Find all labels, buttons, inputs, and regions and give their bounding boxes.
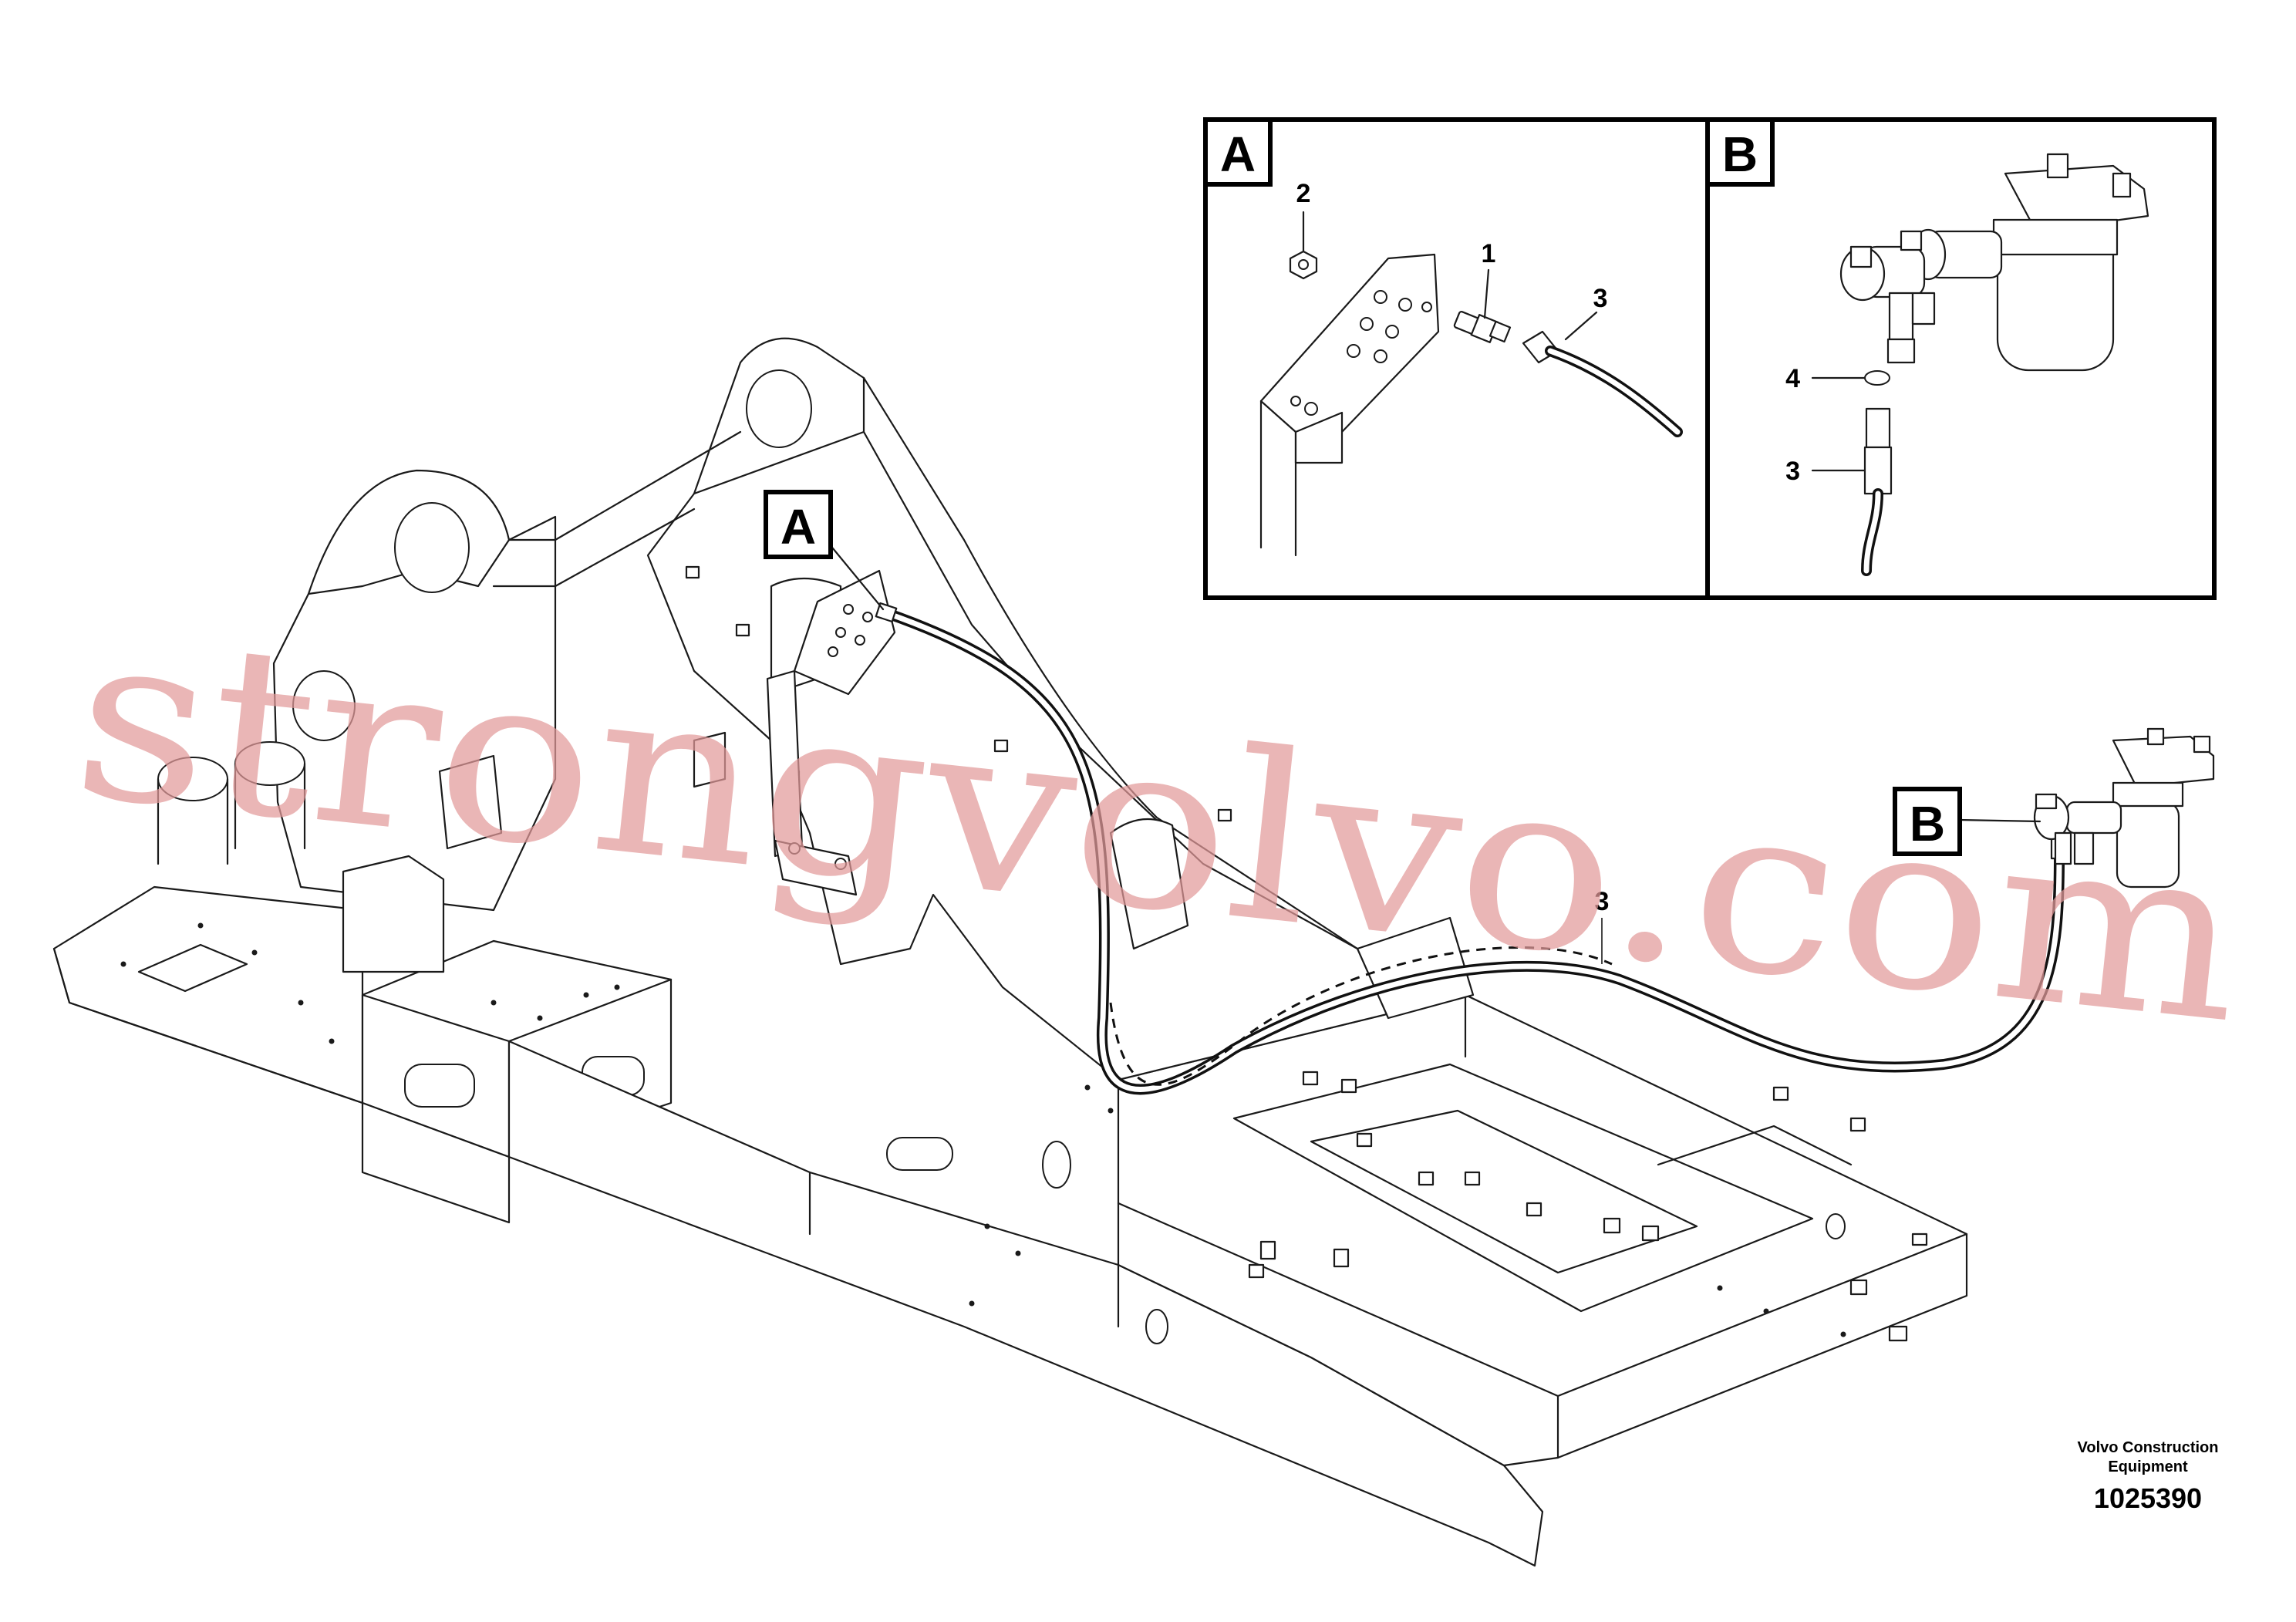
drawing-footer: Volvo Construction Equipment 1025390 [2078,1439,2219,1514]
main-hose [875,602,2068,1095]
part-label-main-hose: 3 [1595,887,1610,916]
svg-text:1: 1 [1482,239,1496,268]
svg-text:3: 3 [1593,284,1608,313]
svg-text:A: A [1220,126,1256,182]
drawing-number: 1025390 [2094,1482,2202,1514]
svg-text:B: B [1910,796,1945,851]
callout-box-B: B [1893,787,1962,856]
fitting-icon [1453,310,1512,343]
hose-bracket-main [766,569,896,896]
detail-B: B 4 3 [1705,117,2149,576]
leader-main-A [828,542,885,611]
svg-text:A: A [781,499,816,555]
filter-assembly-main [2033,727,2215,889]
o-ring-icon [1864,370,1890,386]
callout-box-A: A [764,490,833,559]
manufacturer-line-2: Equipment [2108,1458,2188,1475]
frame-fittings [120,565,1928,1342]
svg-text:2: 2 [1296,179,1311,208]
chassis-frame [52,337,1968,1567]
svg-text:B: B [1722,126,1758,182]
svg-text:3: 3 [1785,457,1800,486]
leader-main-B [1957,818,2041,823]
manufacturer-line-1: Volvo Construction [2078,1439,2219,1456]
detail-A: A 2 1 [1203,117,1683,557]
svg-text:4: 4 [1785,364,1800,393]
detail-inset-panel: A 2 1 [1203,117,2217,600]
